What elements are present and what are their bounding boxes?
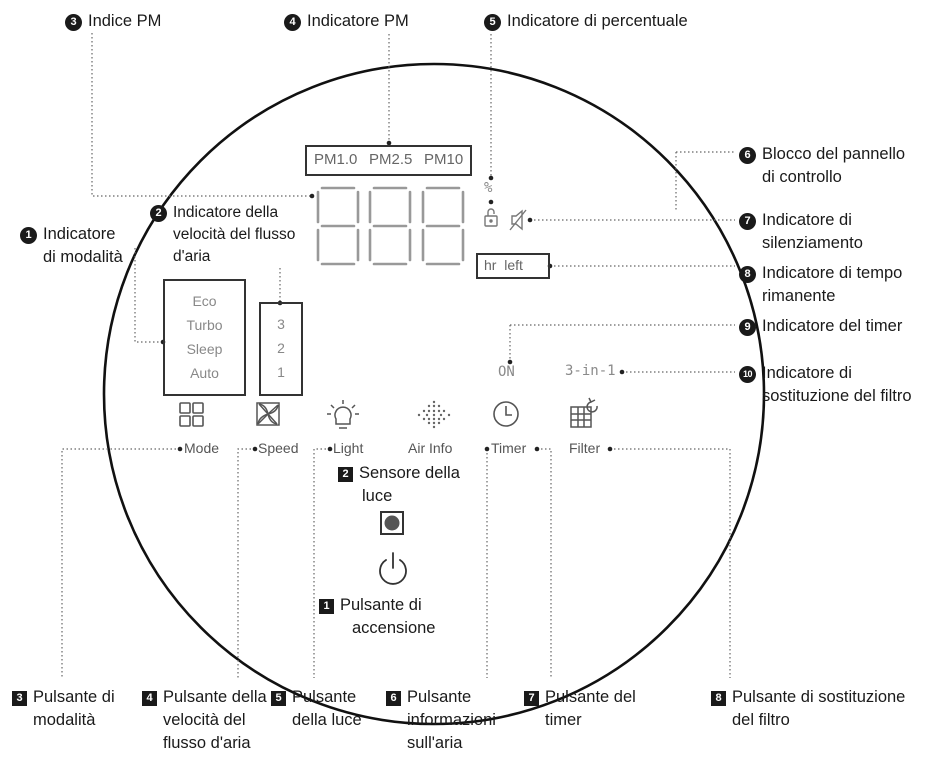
timer-on-indicator: ON xyxy=(498,364,515,380)
hr-left-text: hr left xyxy=(484,257,523,273)
air-info-button[interactable]: Air Info xyxy=(408,440,453,456)
mode-sleep: Sleep xyxy=(186,341,223,357)
percent-sign: % xyxy=(484,180,493,196)
timer-button[interactable]: Timer xyxy=(491,440,527,456)
pm10-label-1: PM1.0 xyxy=(314,151,358,168)
filter-button[interactable]: Filter xyxy=(569,440,601,456)
panel-outline xyxy=(102,62,766,726)
clock-icon[interactable] xyxy=(493,401,519,427)
filter-grid-icon[interactable] xyxy=(570,397,598,428)
speed-2: 2 xyxy=(277,340,285,356)
speed-list-box: 3 2 1 xyxy=(259,302,303,396)
mode-list-box: Eco Turbo Sleep Auto xyxy=(163,279,246,396)
mode-eco: Eco xyxy=(192,293,217,309)
power-icon[interactable] xyxy=(379,552,407,585)
speed-3: 3 xyxy=(277,316,285,332)
light-sensor-icon xyxy=(380,511,404,535)
light-bulb-icon[interactable] xyxy=(327,400,359,429)
mode-turbo: Turbo xyxy=(186,317,223,333)
fan-speed-icon[interactable] xyxy=(256,402,280,426)
filter-3in1-indicator: 3-in-1 xyxy=(565,363,616,379)
pm-segment-display xyxy=(316,186,465,266)
hr-left-box: hr left xyxy=(476,253,550,279)
mute-icon xyxy=(509,209,527,231)
mode-button[interactable]: Mode xyxy=(184,440,220,456)
lock-icon xyxy=(484,208,498,227)
pm25-label: PM2.5 xyxy=(369,151,413,168)
light-button[interactable]: Light xyxy=(333,440,364,456)
pm-labels-box: PM1.0 PM2.5 PM10 xyxy=(305,145,472,176)
leader-lines xyxy=(61,33,735,678)
speed-button[interactable]: Speed xyxy=(258,440,299,456)
speed-1: 1 xyxy=(277,364,285,380)
mode-grid-icon[interactable] xyxy=(179,402,204,427)
mode-auto: Auto xyxy=(190,365,219,381)
air-dots-icon[interactable] xyxy=(417,400,451,429)
pm10-label: PM10 xyxy=(424,151,464,168)
